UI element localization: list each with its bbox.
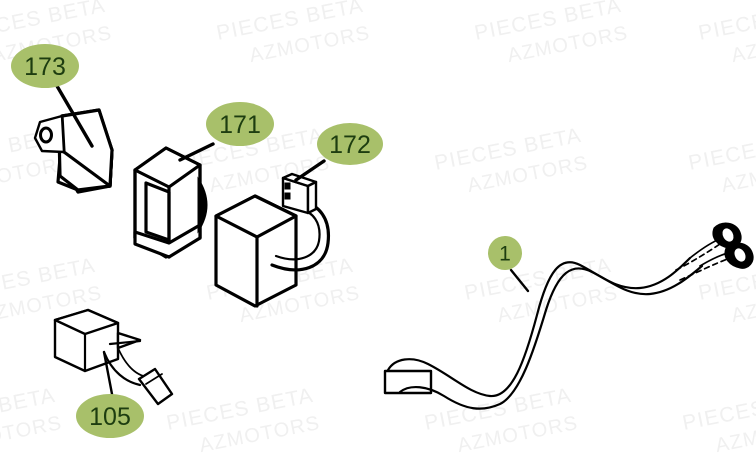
callout-171-label: 171 <box>219 111 261 139</box>
part-1-wiring-harness[interactable] <box>383 222 754 410</box>
part-171-bottom-rail <box>133 223 202 259</box>
part-1-ring-terminal-lower-hole <box>734 248 746 262</box>
part-105-spade-crimp <box>145 373 163 385</box>
callout-105-bubble <box>76 394 144 438</box>
part-1-ring-terminal-lower <box>724 242 754 269</box>
callout-105[interactable]: 105 <box>76 394 144 438</box>
callout-171-leader <box>178 142 215 162</box>
callout-1-label: 1 <box>499 243 511 266</box>
callout-172-bubble <box>317 123 383 165</box>
part-1-crimp-hatch-2 <box>679 257 731 281</box>
part-105-tongue-edge <box>108 339 142 346</box>
part-105-spade-connector <box>137 367 174 406</box>
callout-105-leader <box>102 350 114 396</box>
part-173-eyelet-hole <box>39 126 53 144</box>
part-cdi-unit-box[interactable] <box>214 194 298 308</box>
part-1-cable-top-edge <box>386 256 692 398</box>
part-173-bracket-with-eyelet[interactable] <box>33 108 114 194</box>
part-171-side-retainer <box>197 176 208 234</box>
part-172-connector-side <box>306 180 318 215</box>
callout-171-bubble <box>206 102 274 146</box>
callout-173[interactable]: 173 <box>11 44 79 88</box>
callout-173-bubble <box>11 44 79 88</box>
callout-173-leader <box>55 84 94 148</box>
callout-105-label: 105 <box>89 403 131 431</box>
part-1-cable-bottom-edge <box>398 264 704 410</box>
part-105-tongue <box>116 331 142 350</box>
part-172-pin-1 <box>284 182 291 190</box>
callout-172[interactable]: 172 <box>317 123 383 165</box>
callout-1-leader <box>509 268 530 293</box>
callout-172-leader <box>294 159 326 182</box>
part-1-ring-terminal-upper-hole <box>722 228 734 242</box>
callout-1[interactable]: 1 <box>488 236 522 270</box>
part-cdi-top-face <box>214 194 298 239</box>
part-1-crimp-hatch-1 <box>675 243 721 271</box>
part-172-connector-block[interactable] <box>270 172 331 272</box>
callout-1-bubble <box>488 236 522 270</box>
part-105-lead-wire-outer <box>102 350 142 387</box>
part-105-module[interactable] <box>53 308 174 406</box>
callout-172-label: 172 <box>329 131 371 159</box>
part-173-outer-shell <box>57 108 114 192</box>
callout-171[interactable]: 171 <box>206 102 274 146</box>
part-172-pin-2 <box>284 192 291 200</box>
part-172-loop-wire-inner <box>274 208 321 261</box>
part-172-loop-wire-outer <box>270 201 331 272</box>
part-105-top-face <box>53 308 120 336</box>
callout-173-label: 173 <box>24 53 66 81</box>
